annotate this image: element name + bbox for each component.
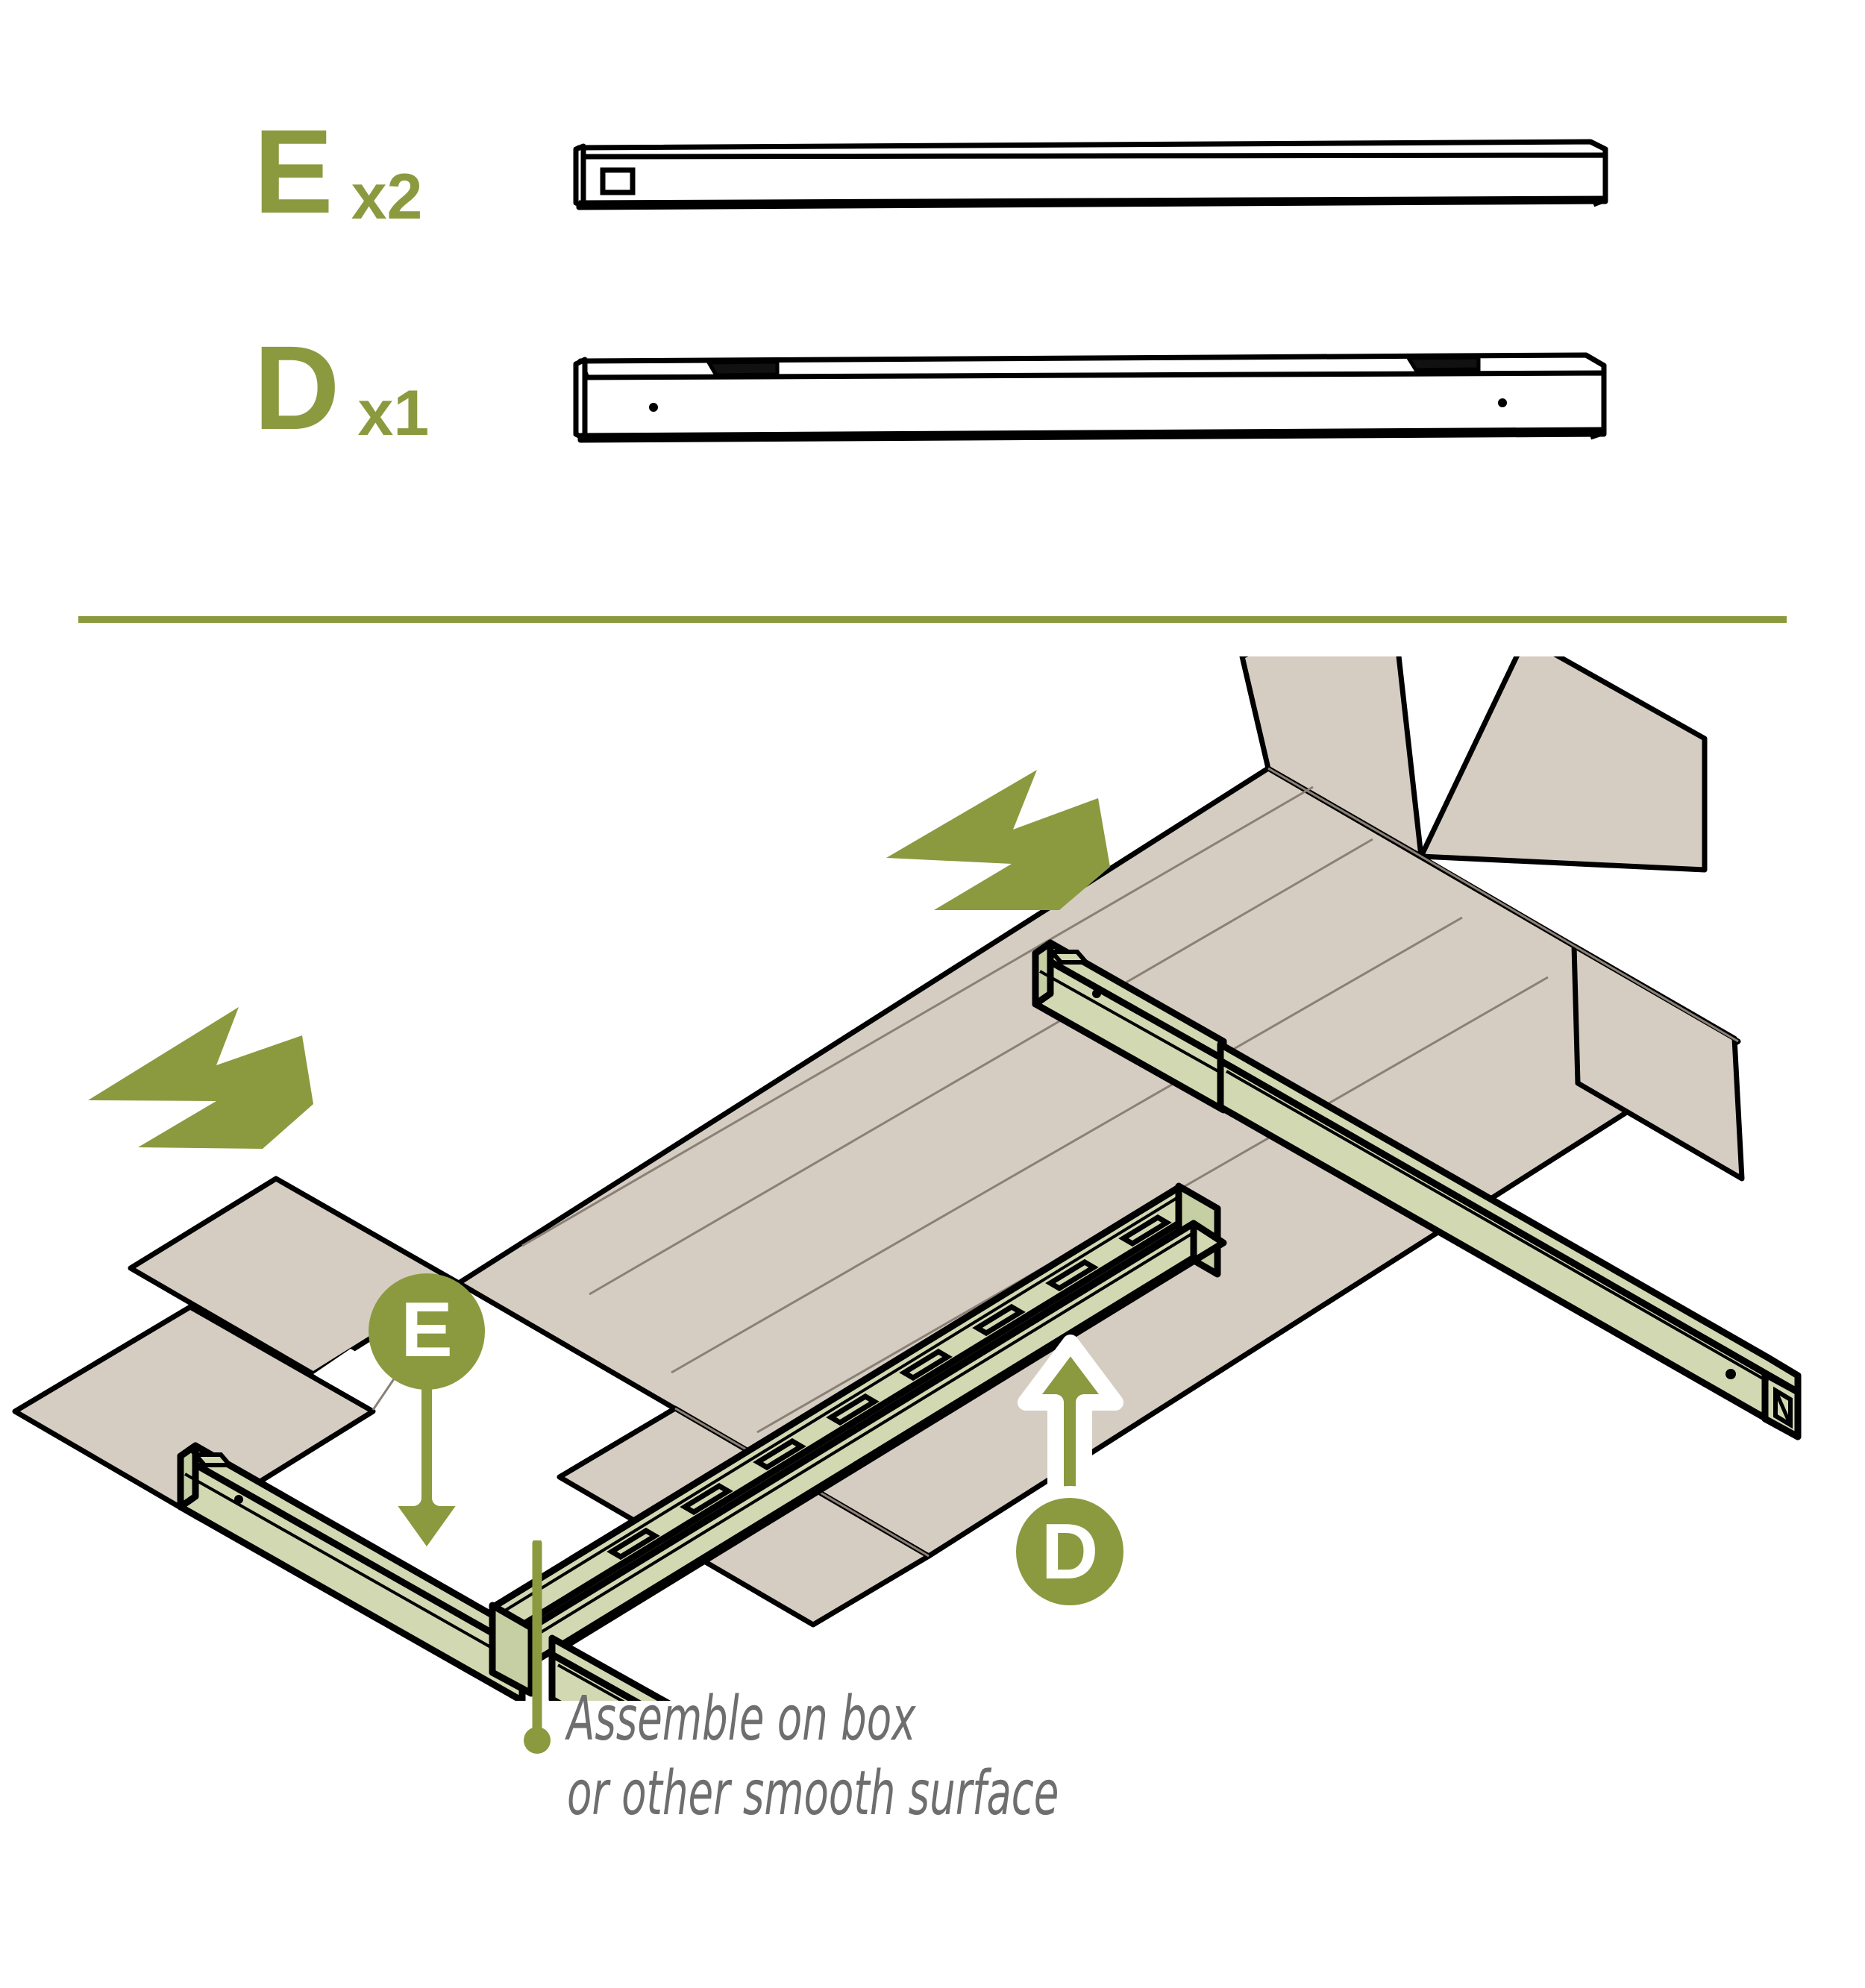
- part-row-d: D x1: [0, 328, 1865, 477]
- part-drawing-d: [567, 328, 1611, 481]
- callout-badge-e[interactable]: [369, 1273, 485, 1390]
- rail-corner-block-left: [489, 1602, 535, 1697]
- caption-line-1: Assemble on box: [567, 1684, 916, 1755]
- caption-line-2: or other smooth surface: [567, 1758, 1059, 1830]
- callout-label-d: D: [1041, 1508, 1099, 1596]
- caption-leader-line: [522, 1538, 552, 1757]
- assembly-illustration: E D: [0, 586, 1865, 1928]
- part-drawing-e: [567, 112, 1611, 257]
- caption-block: Assemble on box or other smooth surface: [567, 1682, 1686, 1831]
- section-divider: [78, 616, 1787, 623]
- part-letter-e: E: [254, 104, 333, 238]
- part-label-d: D x1: [254, 328, 567, 462]
- callout-e[interactable]: E: [369, 1273, 485, 1569]
- callout-label-e: E: [401, 1287, 452, 1373]
- rail-e-left: [177, 1442, 526, 1705]
- part-row-e: E x2: [0, 112, 1865, 254]
- callout-d[interactable]: D: [1004, 1335, 1135, 1617]
- part-label-e: E x2: [254, 112, 567, 246]
- leader-line-with-dot-icon: [524, 1538, 551, 1754]
- rail-long-bar-icon: [573, 352, 1607, 443]
- part-quantity-e: x2: [351, 161, 423, 233]
- push-arrow-right: [886, 770, 1110, 910]
- parts-legend: E x2 D x1: [0, 0, 1865, 589]
- part-letter-d: D: [254, 321, 340, 454]
- callout-badge-d[interactable]: [1004, 1486, 1135, 1617]
- rail-short-bar-icon: [573, 139, 1608, 210]
- part-quantity-d: x1: [357, 377, 430, 449]
- push-arrow-left: [88, 1007, 313, 1149]
- rail-e-right: [1032, 939, 1227, 1114]
- rail-e-right-extension: [1217, 1041, 1802, 1440]
